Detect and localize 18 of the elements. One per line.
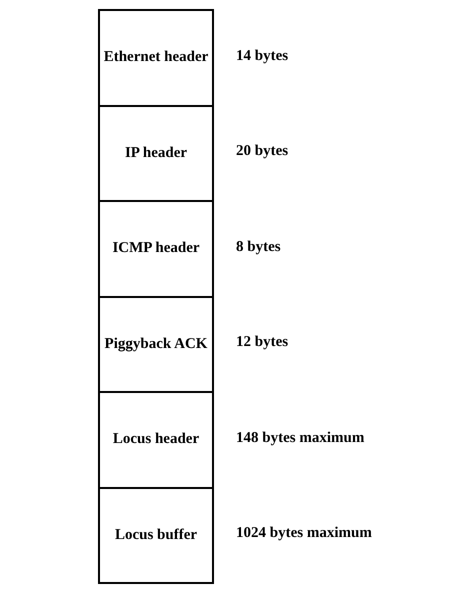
field-name: Ethernet header bbox=[104, 48, 208, 67]
field-name: Locus header bbox=[112, 430, 200, 449]
packet-field-box bbox=[98, 486, 214, 584]
field-size: 1024 bytes maximum bbox=[236, 525, 372, 542]
packet-field-box bbox=[98, 391, 214, 488]
field-name: Locus buffer bbox=[114, 526, 198, 544]
packet-field-box bbox=[98, 9, 214, 106]
field-size: 8 bytes bbox=[236, 238, 281, 256]
packet-field-box bbox=[98, 104, 214, 202]
packet-field-box bbox=[98, 200, 214, 298]
field-size: 20 bytes bbox=[236, 143, 288, 160]
packet-field-box bbox=[98, 296, 214, 393]
field-size: 148 bytes maximum bbox=[236, 430, 364, 447]
field-name: Piggyback ACK bbox=[104, 334, 208, 354]
field-name: IP header bbox=[124, 144, 188, 162]
field-size: 14 bytes bbox=[236, 48, 288, 65]
field-name: ICMP header bbox=[112, 239, 200, 258]
field-size: 12 bytes bbox=[236, 334, 288, 352]
